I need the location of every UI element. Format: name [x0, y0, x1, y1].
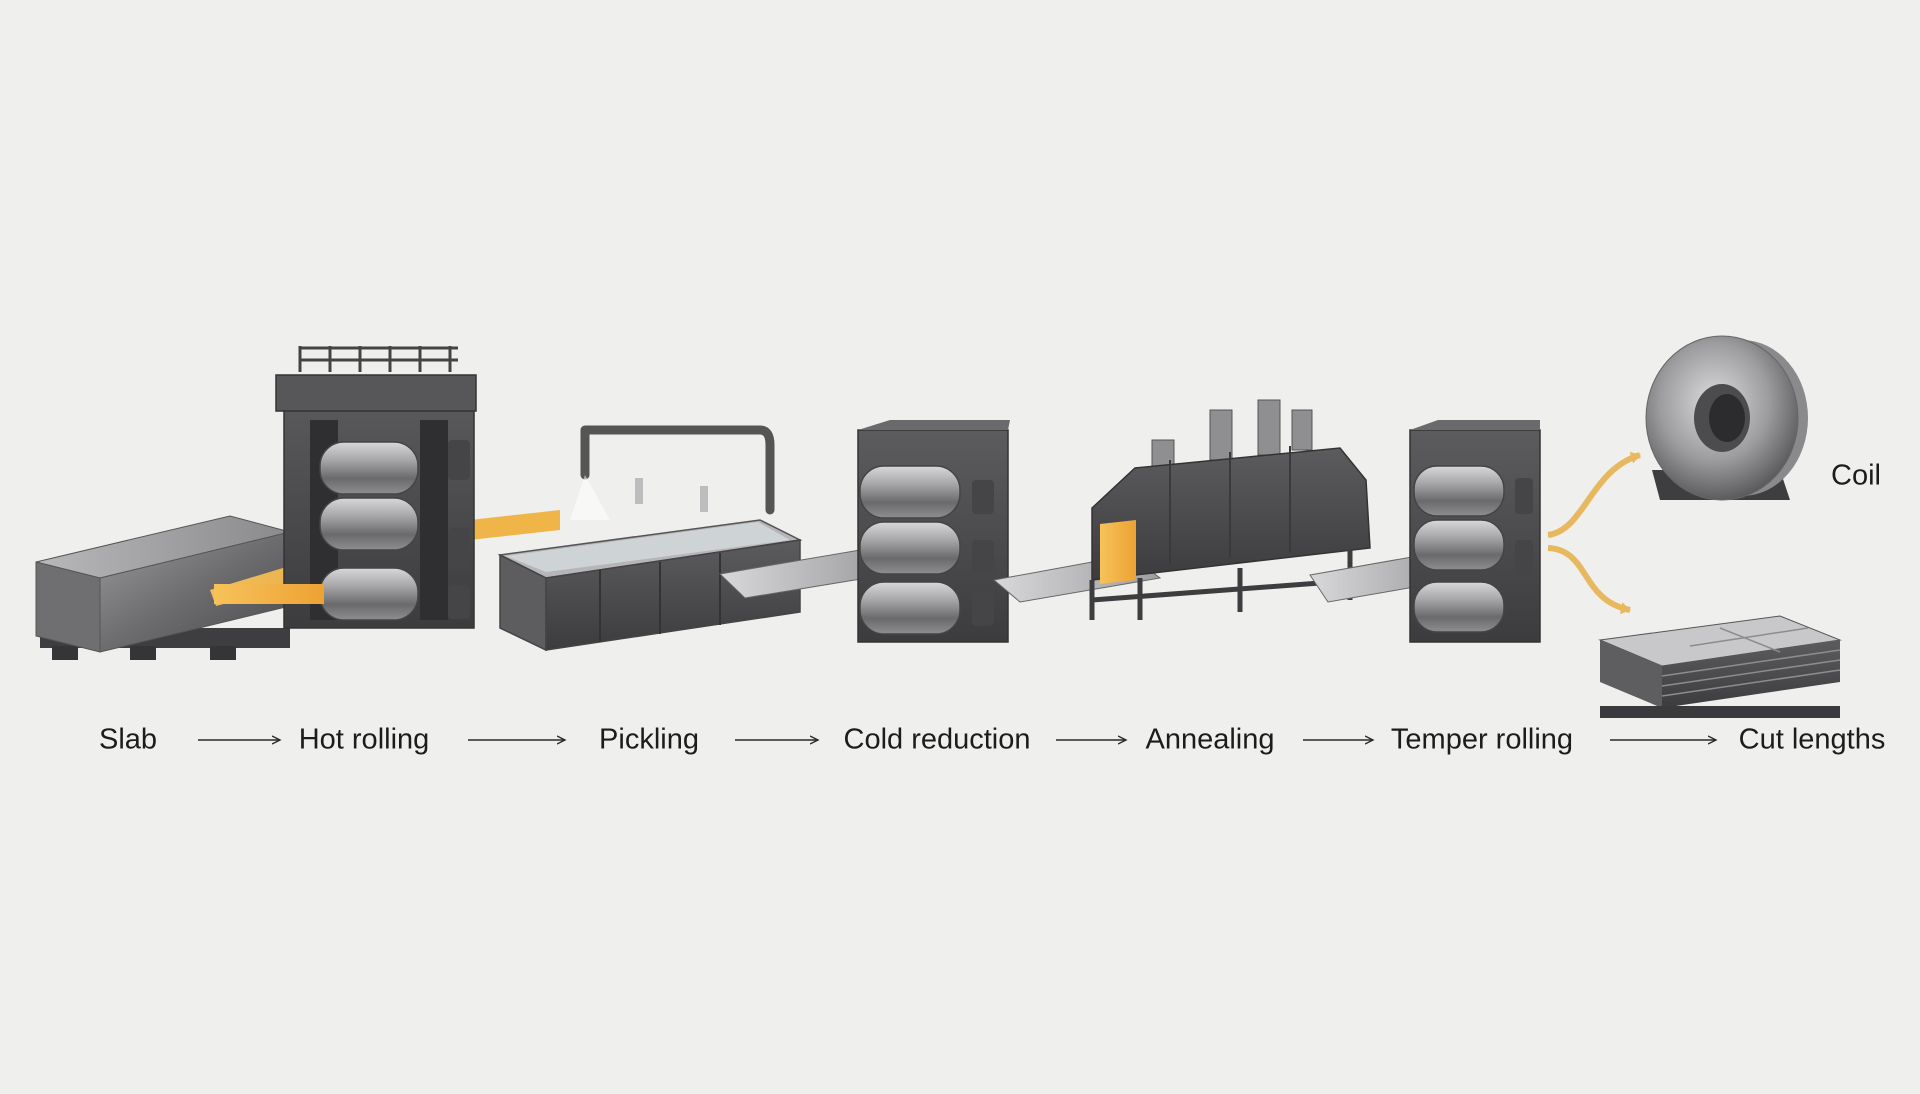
- stage-label-cut-lengths: Cut lengths: [1738, 723, 1886, 756]
- stage-label-slab: Slab: [98, 723, 158, 756]
- stage-label-pickling: Pickling: [599, 723, 699, 756]
- coil-illustration: [1645, 335, 1808, 501]
- output-branch-arrows: [1547, 451, 1641, 615]
- hot-rolling-mill-illustration: [210, 346, 560, 629]
- stage-label-annealing: Annealing: [1145, 723, 1275, 756]
- stage-label-hot-rolling: Hot rolling: [298, 723, 430, 756]
- slab-illustration: [35, 515, 291, 660]
- temper-rolling-mill-illustration: [1409, 420, 1541, 643]
- pickling-tank-illustration: [497, 425, 887, 652]
- cut-lengths-stack-illustration: [1598, 615, 1842, 718]
- stage-label-temper-rolling: Temper rolling: [1390, 723, 1574, 756]
- output-label-coil: Coil: [1831, 459, 1881, 492]
- annealing-furnace-illustration: [1089, 399, 1456, 620]
- stage-label-cold-reduction: Cold reduction: [843, 723, 1031, 756]
- cold-reduction-mill-illustration: [857, 420, 1162, 643]
